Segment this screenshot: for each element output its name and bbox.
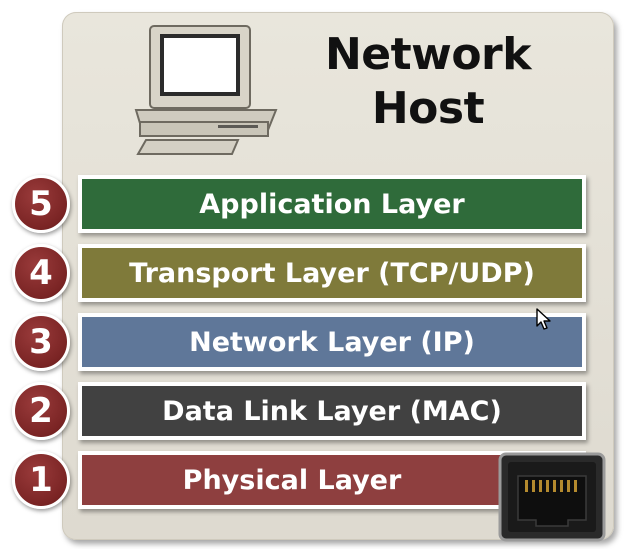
layer-network: Network Layer (IP) (78, 313, 586, 371)
mouse-cursor-icon (536, 308, 551, 330)
diagram-title: Network Host (318, 28, 538, 135)
layer-number-1: 1 (12, 451, 70, 509)
title-line-1: Network (324, 29, 532, 80)
layer-label: Application Layer (199, 188, 465, 220)
computer-icon (134, 25, 278, 155)
ethernet-port-icon (498, 452, 606, 542)
layer-label: Physical Layer (182, 464, 402, 496)
layer-number-2: 2 (12, 382, 70, 440)
title-line-2: Host (371, 82, 485, 134)
layer-application: Application Layer (78, 175, 586, 233)
layer-label: Data Link Layer (MAC) (162, 395, 502, 427)
layer-transport: Transport Layer (TCP/UDP) (78, 244, 586, 302)
layer-label: Network Layer (IP) (189, 326, 475, 358)
layer-number-3: 3 (12, 313, 70, 371)
layer-label: Transport Layer (TCP/UDP) (129, 257, 535, 289)
layer-data-link: Data Link Layer (MAC) (78, 382, 586, 440)
layer-number-5: 5 (12, 175, 70, 233)
layer-number-4: 4 (12, 244, 70, 302)
